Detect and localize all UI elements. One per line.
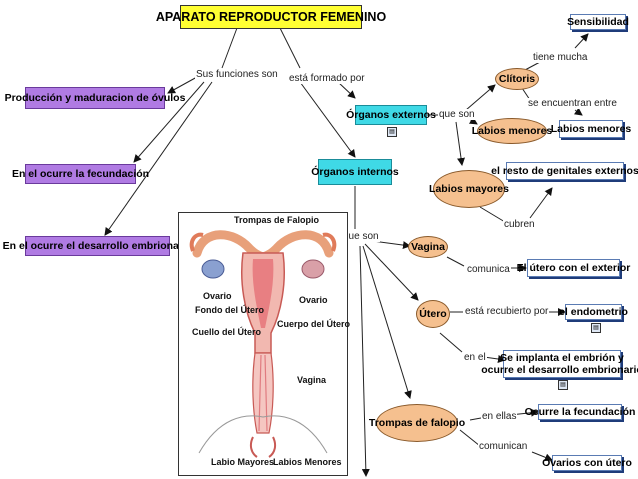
link-que-son-int: que son (342, 231, 380, 242)
link-recubierto: está recubierto por (464, 306, 550, 317)
link-tiene-mucha: tiene mucha (532, 52, 589, 63)
img-label-labios-menores: Labios Menores (273, 457, 342, 467)
anatomy-illustration: Trompas de Falopio Ovario Ovario Fondo d… (178, 212, 351, 476)
link-comunica: comunica (466, 264, 511, 275)
node-resto-genitales: el resto de genitales externos (491, 162, 638, 180)
node-endometrio: el endometrio (559, 304, 628, 320)
node-trompas: Trompas de falopio (369, 404, 465, 442)
link-en-el: en el (463, 352, 487, 363)
diagram-title: APARATO REPRODUCTOR FEMENINO (156, 5, 386, 29)
node-organos-externos: Órganos externos (346, 105, 436, 125)
link-que-son-ext: que son (438, 109, 476, 120)
function-node-embrionario: En el ocurre el desarrollo embrionario (3, 236, 192, 256)
function-node-fecundacion: En el ocurre la fecundación (12, 164, 149, 184)
node-sensibilidad: Sensibilidad (567, 14, 629, 30)
link-cubren: cubren (503, 219, 536, 230)
img-label-cuerpo: Cuerpo del Útero (277, 319, 351, 329)
node-labios-menores: Labios menores (472, 118, 552, 144)
img-label-labios-mayores: Labio Mayores (211, 457, 275, 467)
resource-icon: ▤ (591, 323, 601, 333)
node-organos-internos: Órganos internos (311, 159, 399, 185)
implanta-line-1: Se implanta el embrión y (500, 352, 624, 364)
link-comunican: comunican (478, 441, 529, 452)
link-en-ellas: en ellas (481, 411, 518, 422)
function-node-ovulos: Producción y maduracion de óvulos (5, 87, 185, 109)
uterus-drawing (189, 230, 337, 458)
node-implanta-embrion: Se implanta el embrión y ocurre el desar… (481, 350, 638, 378)
link-esta-formado: está formado por (288, 73, 366, 84)
link-sus-funciones: Sus funciones son (195, 69, 279, 80)
node-labios-menores-box: Labios menores (551, 120, 631, 138)
node-labios-mayores: Labios mayores (429, 170, 509, 208)
implanta-line-2: ocurre el desarrollo embrionario (481, 364, 638, 376)
node-clitoris: Clítoris (495, 68, 539, 90)
link-se-encuentran: se encuentran entre (527, 98, 618, 109)
img-label-trompas: Trompas de Falopio (234, 215, 320, 225)
node-ovarios-utero: Ovarios con útero (542, 455, 632, 471)
node-ocurre-fecundacion: Ocurre la fecundación (524, 404, 636, 420)
img-label-ovario-right: Ovario (299, 295, 328, 305)
img-label-cuello: Cuello del Útero (192, 327, 262, 337)
resource-icon: ▤ (387, 127, 397, 137)
resource-icon: ▤ (558, 380, 568, 390)
node-utero-exterior: El útero con el exterior (517, 259, 630, 277)
img-label-ovario-left: Ovario (203, 291, 232, 301)
node-utero: Útero (416, 300, 450, 328)
img-label-vagina: Vagina (297, 375, 327, 385)
img-label-fondo: Fondo del Útero (195, 305, 264, 315)
node-vagina: Vagina (408, 236, 448, 258)
